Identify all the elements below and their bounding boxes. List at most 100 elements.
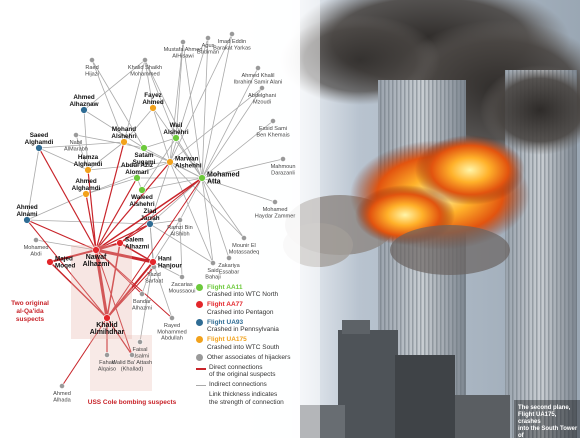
indirect-connection xyxy=(149,219,181,225)
direct-connection xyxy=(26,219,97,251)
indirect-connection xyxy=(179,177,203,221)
indirect-connection xyxy=(91,59,145,149)
node-mohand xyxy=(120,138,128,146)
direct-connection xyxy=(26,219,108,319)
indirect-connection xyxy=(149,223,154,263)
node-raed xyxy=(89,57,95,63)
legend-swatch xyxy=(196,301,203,309)
indirect-connection xyxy=(144,59,203,179)
direct-connection xyxy=(95,177,138,251)
indirect-connection xyxy=(83,109,89,171)
direct-connection xyxy=(61,317,108,387)
node-mounir xyxy=(241,235,247,241)
indirect-connection xyxy=(91,59,125,143)
node-ahmed-khalil xyxy=(255,65,261,71)
legend-swatch xyxy=(196,318,203,326)
direct-connection xyxy=(119,177,203,244)
indirect-connection xyxy=(38,147,89,171)
node-faisal xyxy=(137,339,143,345)
indirect-connection xyxy=(175,137,203,179)
legend-line xyxy=(196,367,206,370)
direct-connection xyxy=(95,141,125,251)
indirect-connection xyxy=(75,134,89,171)
node-khalid-almihdhar xyxy=(103,314,111,322)
two-original-suspects-box xyxy=(71,245,132,339)
direct-connection xyxy=(95,177,203,251)
direct-connection xyxy=(106,261,154,319)
indirect-connection xyxy=(149,161,171,225)
node-satam xyxy=(140,144,148,152)
indirect-connection xyxy=(83,59,146,111)
indirect-connection xyxy=(175,41,184,139)
direct-connection xyxy=(95,249,173,319)
direct-connection xyxy=(106,242,121,319)
indirect-connection xyxy=(201,177,276,203)
indirect-connection xyxy=(26,219,151,225)
indirect-connection xyxy=(26,193,87,221)
node-nawaf xyxy=(92,246,100,254)
indirect-connection xyxy=(201,177,214,264)
indirect-connection xyxy=(144,59,177,139)
direct-connection xyxy=(106,266,155,319)
indirect-connection xyxy=(201,177,245,239)
indirect-connection xyxy=(169,161,245,239)
indirect-connection xyxy=(87,141,125,171)
legend-text: Other associates of hijackers xyxy=(207,353,291,361)
direct-connection xyxy=(87,169,97,251)
direct-connection xyxy=(119,223,151,244)
indirect-connection xyxy=(152,219,181,263)
node-mahmoun xyxy=(280,156,286,162)
node-mohamed-abdi xyxy=(33,237,39,243)
indirect-connection xyxy=(85,161,171,195)
indirect-connection xyxy=(201,120,274,179)
node-abdelghani xyxy=(259,85,265,91)
legend-text: Indirect connections xyxy=(209,381,267,389)
indirect-connection xyxy=(35,239,97,251)
indirect-connection xyxy=(152,261,183,278)
node-zakariya xyxy=(226,255,232,261)
indirect-connection xyxy=(85,177,138,195)
indirect-connection xyxy=(144,59,154,109)
indirect-connection xyxy=(201,87,263,179)
legend-swatch xyxy=(196,284,203,291)
direct-connection xyxy=(95,249,133,356)
node-salem xyxy=(116,239,124,247)
node-mohamed-haydar xyxy=(272,199,278,205)
indirect-connection xyxy=(169,87,263,163)
indirect-connection xyxy=(143,137,177,149)
legend-item: Indirect connections xyxy=(196,381,330,388)
